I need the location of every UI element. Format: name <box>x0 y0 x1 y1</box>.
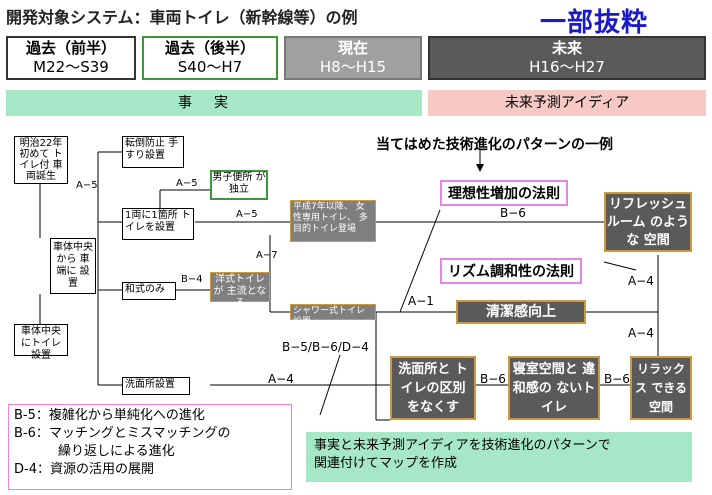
legend-item: B-5：複雑化から単純化への進化 <box>14 408 205 423</box>
legend-item: B-6：マッチングとミスマッチングの <box>14 426 231 441</box>
edge-label: A−5 <box>236 209 258 220</box>
node-danshi: 男子便所 が独立 <box>210 170 268 200</box>
era-years: H8～H15 <box>319 58 387 76</box>
band-fact: 事実 <box>6 90 422 116</box>
era-past-late: 過去（後半） S40～H7 <box>142 36 278 80</box>
era-name: 現在 <box>337 39 368 57</box>
page-title: 開発対象システム：車両トイレ（新幹線等）の例 <box>6 8 358 27</box>
era-years: H16～H27 <box>529 58 605 76</box>
summary-line: 事実と未来予測アイディアを技術進化のパターンで <box>314 438 611 453</box>
arrowhead-icon <box>476 164 484 172</box>
era-name: 過去（前半） <box>25 39 116 57</box>
node-seiketsu: 清潔感向上 <box>456 300 586 324</box>
era-future: 未来 H16～H27 <box>428 36 706 80</box>
node-youshiki: 洋式トイレが 主流となる <box>210 272 270 309</box>
edge-label: B−4 <box>181 274 203 285</box>
node-relax: リラックス できる 空間 <box>630 356 692 420</box>
node-shinshitsu: 寝室空間と 違和感の ないトイレ <box>508 356 600 420</box>
connector-line <box>319 354 341 416</box>
era-years: M22～S39 <box>33 58 109 76</box>
era-name: 過去（後半） <box>164 39 255 57</box>
node-washiki: 和式のみ <box>122 282 176 300</box>
node-heisei: 平成7年以降、 女性専用トイレ、 多目的トイレ登場 <box>290 200 376 242</box>
node-shower: シャワー式トイレ設置 <box>290 304 376 327</box>
connector-line <box>399 209 441 313</box>
edge-label: B−6 <box>604 372 630 386</box>
legend-item: D-4：資源の活用の展開 <box>14 462 154 477</box>
edge-label: A−7 <box>256 250 278 261</box>
summary-note: 事実と未来予測アイディアを技術進化のパターンで 関連付けてマップを作成 <box>306 432 692 482</box>
edge-label: A−4 <box>628 274 654 288</box>
law-rhythm: リズム調和性の法則 <box>440 258 582 284</box>
edge-label: A−4 <box>268 372 294 386</box>
summary-line: 関連付けてマップを作成 <box>314 456 458 471</box>
law-risou: 理想性増加の法則 <box>440 180 568 206</box>
band-future: 未来予測アイディア <box>428 90 706 116</box>
era-name: 未来 <box>551 39 582 57</box>
era-present: 現在 H8～H15 <box>284 36 422 80</box>
node-ichiryou: 1両に1箇所 トイレを設置 <box>122 208 194 240</box>
node-refresh: リフレッシュルーム のような 空間 <box>604 192 692 252</box>
node-shatai-chuou: 車体中央 にトイレ設置 <box>14 324 68 361</box>
edge-label: A−5 <box>76 180 98 191</box>
node-senmen-kubetsu: 洗面所と トイレの区別 をなくす <box>390 356 476 420</box>
edge-label: B−6 <box>480 372 506 386</box>
node-shatai-hashi: 車体中央 から 車端に 設置 <box>50 238 96 294</box>
legend-item: 繰り返しによる進化 <box>58 444 175 459</box>
edge-label: A−1 <box>408 294 434 308</box>
edge-label: B−6 <box>500 206 526 220</box>
era-past-early: 過去（前半） M22～S39 <box>6 36 136 80</box>
edge-label: A−4 <box>628 326 654 340</box>
era-years: S40～H7 <box>177 58 243 76</box>
edge-label: B−5/B−6/D−4 <box>282 340 369 354</box>
edge-label: A−5 <box>176 178 198 189</box>
node-meiji: 明治22年 初めて トイレ付 車両誕生 <box>14 136 68 184</box>
node-senmen: 洗面所設置 <box>122 377 190 395</box>
legend-box: B-5：複雑化から単純化への進化 B-6：マッチングとミスマッチングの 繰り返し… <box>8 404 292 490</box>
connector-line <box>603 261 637 271</box>
excerpt-label: 一部抜粋 <box>540 8 649 38</box>
law-note-header: 当てはめた技術進化のパターンの一例 <box>376 137 614 153</box>
node-tentou: 転倒防止 手すり設置 <box>122 136 184 168</box>
